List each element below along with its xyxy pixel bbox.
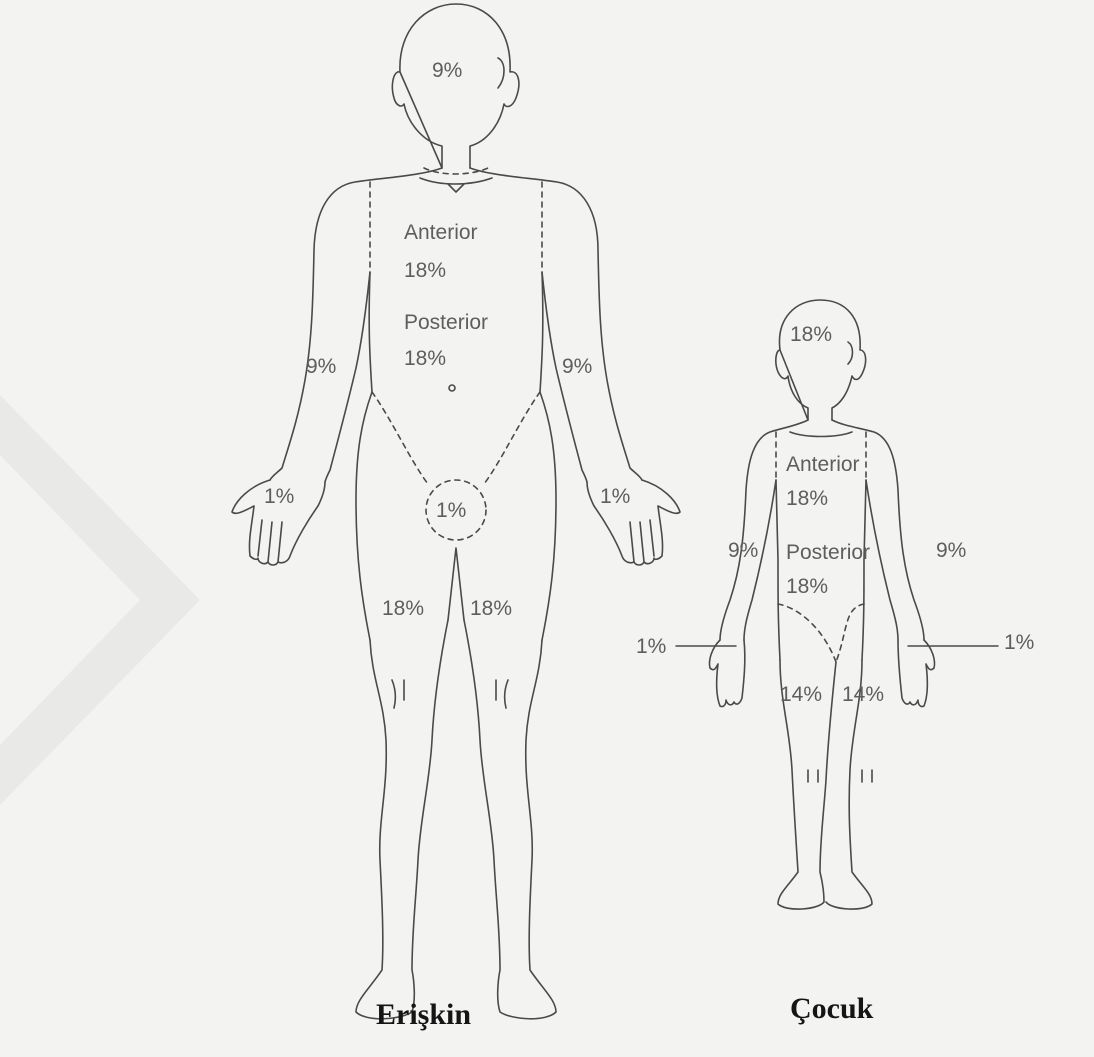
child-hand-left: [898, 640, 935, 707]
adult-hand-left-percent: 1%: [600, 486, 630, 507]
adult-hand-right-percent: 1%: [264, 486, 294, 507]
child-hand-left-percent: 1%: [1004, 632, 1034, 653]
adult-leg-left-percent: 18%: [470, 598, 512, 619]
child-trunk-posterior-percent: 18%: [786, 576, 828, 597]
child-head-outline: [776, 300, 866, 420]
child-arm-left-percent: 9%: [936, 540, 966, 561]
child-head-percent: 18%: [790, 324, 832, 345]
adult-leg-right-percent: 18%: [382, 598, 424, 619]
child-hand-right-percent: 1%: [636, 636, 666, 657]
child-leg-left-percent: 14%: [842, 684, 884, 705]
child-caption: Çocuk: [790, 994, 873, 1024]
adult-trunk-posterior-percent: 18%: [404, 348, 446, 369]
child-trunk-posterior-label: Posterior: [786, 542, 870, 563]
adult-arm-right-percent: 9%: [306, 356, 336, 377]
child-leg-right-percent: 14%: [780, 684, 822, 705]
adult-arm-left-percent: 9%: [562, 356, 592, 377]
adult-caption: Erişkin: [376, 1000, 471, 1030]
child-arm-right-percent: 9%: [728, 540, 758, 561]
child-trunk-anterior-label: Anterior: [786, 454, 860, 475]
adult-trunk-anterior-percent: 18%: [404, 260, 446, 281]
adult-perineum-percent: 1%: [436, 500, 466, 521]
adult-trunk-posterior-label: Posterior: [404, 312, 488, 333]
adult-head-percent: 9%: [432, 60, 462, 81]
adult-trunk-anterior-label: Anterior: [404, 222, 478, 243]
child-trunk-anterior-percent: 18%: [786, 488, 828, 509]
child-hand-right: [709, 640, 744, 707]
